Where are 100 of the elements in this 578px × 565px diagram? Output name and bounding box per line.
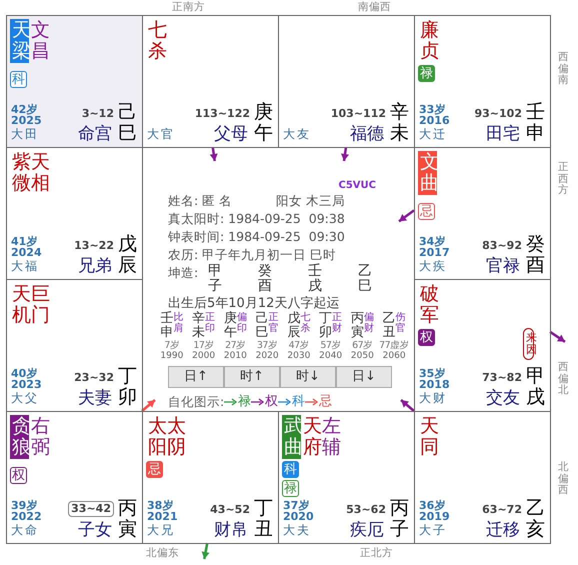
ten-god: 伤官 — [396, 312, 406, 334]
stem-branch: 辛未 — [390, 102, 409, 144]
transform-tag: 忌 — [418, 202, 435, 220]
transform-tag: 科 — [282, 460, 299, 478]
direction-label: 北偏西 — [558, 462, 568, 497]
year-text: 2022 — [11, 511, 42, 522]
palace-cell — [414, 411, 551, 544]
star-name: 右弼 — [30, 415, 48, 459]
ten-god: 偏印 — [236, 312, 247, 334]
step-button: 时↑ — [224, 366, 280, 388]
decade-label: 大子 — [419, 522, 447, 539]
stem-branch: 丙子 — [390, 498, 409, 540]
transform-tag: 科 — [10, 70, 27, 88]
star-name: 紫微 — [11, 151, 29, 195]
pillar-text: 甲子 — [208, 264, 222, 295]
decade-label: 大官 — [147, 126, 175, 143]
palace-cell — [6, 15, 143, 148]
direction-label: 西偏北 — [558, 362, 568, 397]
age-range: 103~112 — [330, 107, 386, 121]
direction-label: 正西方 — [558, 162, 568, 197]
luck-pillar: 壬申 — [160, 312, 174, 340]
age-text: 37岁 — [283, 500, 310, 511]
age-text: 38岁 — [147, 500, 174, 511]
start-age: 7岁 — [164, 340, 180, 352]
direction-label: 正北方 — [360, 546, 393, 561]
transform-tag: 权 — [10, 466, 27, 484]
decade-label: 大财 — [419, 390, 447, 407]
age-text: 35岁 — [419, 368, 446, 379]
palace-name: 疾厄 — [350, 520, 384, 540]
palace-name: 兄弟 — [78, 256, 112, 276]
info-line: 真太阳时: 1984-09-25 09:38 — [168, 210, 345, 228]
transform-tag: 禄 — [418, 64, 435, 82]
start-year: 2000 — [192, 351, 216, 362]
arrow — [549, 330, 566, 343]
info-line: 坤造: — [168, 264, 198, 282]
start-year: 2030 — [287, 351, 310, 362]
decade-label: 大田 — [11, 126, 39, 143]
decade-label: 大命 — [11, 522, 39, 539]
palace-name: 财帛 — [214, 520, 248, 540]
info-line: 农历: 甲子年九月初一日 巳时 — [168, 246, 336, 264]
palace-cell — [6, 411, 143, 544]
direction-label: 西偏南 — [558, 52, 568, 87]
year-text: 2019 — [419, 511, 450, 522]
palace-name: 田宅 — [486, 124, 520, 144]
star-name: 破军 — [419, 283, 437, 327]
palace-name: 父母 — [214, 124, 248, 144]
year-text: 2017 — [419, 247, 450, 258]
start-age: 67岁 — [352, 340, 373, 352]
star-name: 太阳 — [147, 415, 165, 459]
arrow — [398, 209, 415, 222]
step-button: 日↑ — [168, 366, 224, 388]
start-year: 2010 — [224, 351, 247, 362]
year-text: 2016 — [419, 115, 450, 126]
legend-text: 禄 — [238, 393, 252, 412]
age-range: 33~42 — [68, 501, 114, 517]
palace-name: 夫妻 — [78, 388, 112, 408]
direction-label: 北偏东 — [146, 546, 179, 561]
decade-label: 大夫 — [283, 522, 311, 539]
pillar-text: 壬戌 — [308, 264, 322, 295]
start-year: 2060 — [382, 351, 406, 362]
age-range: 23~32 — [74, 371, 114, 385]
age-range: 3~12 — [82, 107, 114, 121]
stem-branch: 乙亥 — [526, 498, 545, 540]
start-year: 1990 — [160, 351, 184, 362]
stem-branch: 壬申 — [526, 102, 545, 144]
stem-branch: 癸酉 — [526, 234, 545, 276]
transform-tag: 忌 — [146, 460, 163, 478]
start-year: 2040 — [319, 351, 342, 362]
arrow — [202, 542, 210, 560]
stem-branch: 丁丑 — [254, 498, 273, 540]
legend-text: 忌 — [319, 393, 332, 412]
star-name: 天府 — [302, 415, 320, 459]
luck-pillar: 丁卯 — [319, 312, 332, 340]
star-name: 天相 — [30, 151, 48, 195]
luck-pillar: 丙寅 — [350, 312, 364, 340]
decade-label: 大疾 — [419, 258, 447, 275]
luck-pillar: 乙丑 — [382, 312, 396, 340]
age-range: 53~62 — [346, 503, 386, 517]
age-text: 41岁 — [11, 236, 38, 247]
age-text: 40岁 — [11, 368, 38, 379]
info-line: 钟表时间: 1984-09-25 09:30 — [168, 228, 345, 246]
star-name: 七杀 — [147, 19, 165, 63]
stem-branch: 丙寅 — [118, 498, 137, 540]
step-button: 时↓ — [280, 366, 336, 388]
palace-cell — [414, 15, 551, 148]
age-text: 34岁 — [419, 236, 446, 247]
ten-god: 七杀 — [300, 312, 310, 334]
name-line: 姓名: 匿 名 — [168, 192, 232, 210]
luck-pillar: 辛未 — [192, 312, 206, 340]
decade-label: 大父 — [11, 390, 39, 407]
arrow — [141, 399, 156, 412]
transform-tag: 禄 — [282, 480, 299, 497]
start-age: 57岁 — [320, 340, 341, 352]
star-name: 太阴 — [166, 415, 184, 459]
palace-name: 子女 — [78, 520, 112, 540]
stem-branch: 戊辰 — [118, 234, 137, 276]
direction-label: 南偏西 — [358, 0, 391, 15]
age-text: 39岁 — [11, 500, 38, 511]
age-text: 36岁 — [419, 500, 446, 511]
palace-name: 迁移 — [486, 520, 520, 540]
